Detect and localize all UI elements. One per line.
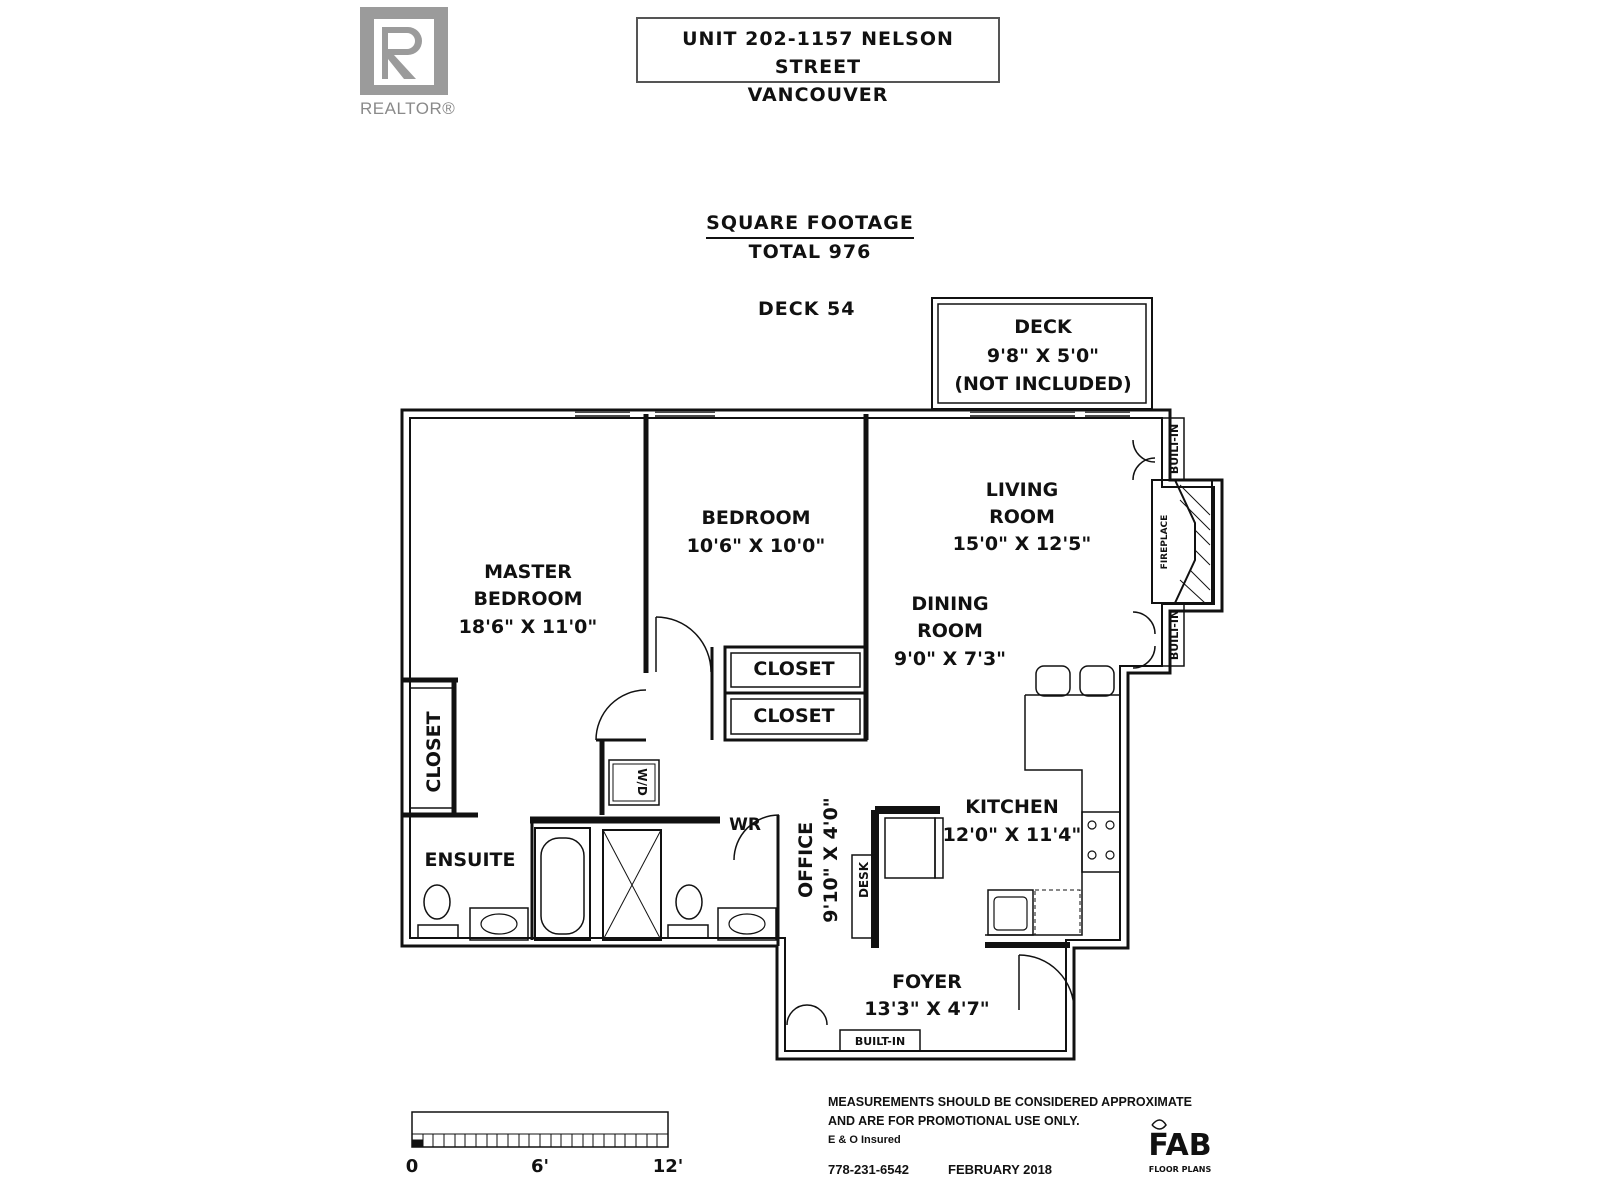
foyer-dims: 13'3" X 4'7": [864, 998, 989, 1020]
builtin-label-top: BUILT-IN: [1168, 424, 1181, 474]
realtor-wordmark: REALTOR®: [360, 99, 456, 118]
bedroom-dims: 10'6" X 10'0": [687, 535, 826, 557]
square-footage-heading: SQUARE FOOTAGE: [706, 210, 914, 239]
office-name: OFFICE: [795, 822, 817, 898]
disclaimer-line2: AND ARE FOR PROMOTIONAL USE ONLY.: [828, 1114, 1080, 1128]
dining-dims: 9'0" X 7'3": [894, 648, 1006, 670]
office-dims: 9'10" X 4'0": [820, 797, 842, 922]
contact-phone: 778-231-6542: [828, 1162, 909, 1177]
closet-label-master: CLOSET: [423, 711, 445, 792]
disclaimer: MEASUREMENTS SHOULD BE CONSIDERED APPROX…: [828, 1093, 1192, 1150]
desk-label: DESK: [857, 861, 871, 898]
deck-note: (NOT INCLUDED): [954, 373, 1131, 395]
wd-label: W/D: [635, 768, 649, 796]
realtor-logo: REALTOR®: [360, 7, 462, 119]
closet-label-lower: CLOSET: [753, 705, 834, 727]
scale-tick-0: 0: [406, 1156, 419, 1177]
fab-logo-mark: FAB: [1148, 1128, 1211, 1163]
realtor-r-icon: [360, 7, 448, 95]
master-line2: BEDROOM: [473, 588, 582, 610]
city-line: VANCOUVER: [747, 84, 889, 106]
living-line1: LIVING: [986, 479, 1058, 501]
closet-label-upper: CLOSET: [753, 658, 834, 680]
master-dims: 18'6" X 11'0": [459, 616, 598, 638]
fab-logo: FAB FLOOR PLANS: [1148, 1119, 1212, 1174]
deck-name: DECK: [1014, 316, 1073, 338]
dining-line2: ROOM: [917, 620, 983, 642]
disclaimer-line3: E & O Insured: [828, 1134, 901, 1146]
deck-dims: 9'8" X 5'0": [987, 345, 1099, 367]
ensuite-name: ENSUITE: [424, 849, 515, 871]
builtin-label-bottom: BUILT-IN: [1168, 610, 1181, 660]
square-footage-block: SQUARE FOOTAGE TOTAL 976: [690, 210, 930, 266]
dining-line1: DINING: [911, 593, 988, 615]
bedroom-name: BEDROOM: [701, 507, 810, 529]
scale-tick-6: 6': [531, 1156, 549, 1177]
living-line2: ROOM: [989, 506, 1055, 528]
plan-date: FEBRUARY 2018: [948, 1162, 1053, 1177]
fireplace-label: FIREPLACE: [1160, 515, 1170, 570]
living-dims: 15'0" X 12'5": [953, 533, 1092, 555]
scale-bar: [411, 1111, 669, 1148]
scale-tick-12: 12': [653, 1156, 684, 1177]
kitchen-name: KITCHEN: [965, 796, 1058, 818]
address-line: UNIT 202-1157 NELSON STREET: [682, 28, 954, 78]
disclaimer-line1: MEASUREMENTS SHOULD BE CONSIDERED APPROX…: [828, 1095, 1192, 1109]
foyer-name: FOYER: [892, 971, 962, 993]
wr-name: WR: [729, 815, 761, 835]
builtin-label-foyer: BUILT-IN: [855, 1035, 905, 1048]
fab-logo-tagline: FLOOR PLANS: [1149, 1165, 1212, 1174]
address-title-box: UNIT 202-1157 NELSON STREET VANCOUVER: [636, 17, 1000, 106]
square-footage-total: TOTAL 976: [748, 241, 872, 263]
deck-area: DECK 54: [758, 298, 856, 320]
master-line1: MASTER: [484, 561, 572, 583]
kitchen-dims: 12'0" X 11'4": [943, 824, 1082, 846]
